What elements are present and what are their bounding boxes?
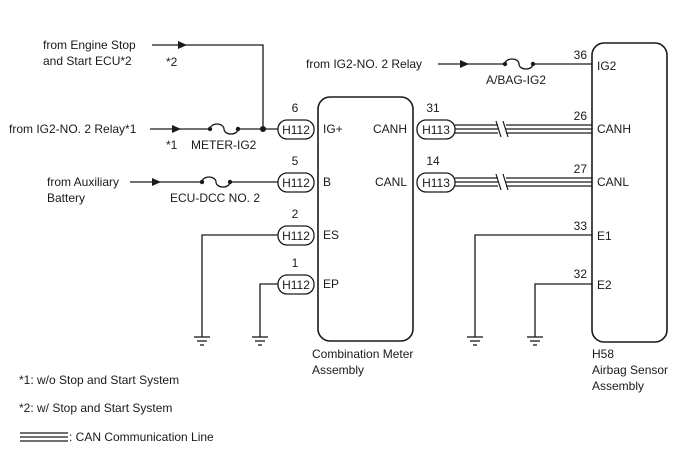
ecu-dcc-fuse (201, 176, 231, 188)
abag-fuse-label: A/BAG-IG2 (486, 73, 546, 87)
splice-point (260, 126, 266, 132)
svg-text:H112: H112 (282, 229, 310, 243)
pin-number-e1: 33 (574, 219, 588, 233)
airbag-sensor-name-line2: Assembly (592, 379, 644, 393)
pin-label-ig: IG+ (323, 122, 343, 136)
pin-label-ep: EP (323, 277, 339, 291)
connector-h113-canh: H113 (416, 119, 456, 140)
ground-symbol-e1 (467, 336, 483, 346)
combination-meter-box (317, 96, 414, 342)
connector-h112-ig: H112 (277, 119, 315, 140)
ep-ground-wire (259, 283, 278, 337)
aux-battery-label-line2: Battery (47, 191, 85, 205)
pin-number-canh-meter: 31 (426, 101, 440, 115)
pin-number-canl-airbag: 27 (574, 162, 588, 176)
connector-h112-b: H112 (277, 172, 315, 193)
svg-text:H112: H112 (282, 176, 310, 190)
legend-note-1: *1: w/o Stop and Start System (19, 373, 179, 387)
pin-number-ep: 1 (292, 256, 299, 270)
pin-number-ig: 6 (292, 101, 299, 115)
legend-can-line-symbol (20, 432, 68, 442)
ground-symbol-es (194, 336, 210, 346)
pin-label-es: ES (323, 228, 339, 242)
ig2-relay-left-label: from IG2-NO. 2 Relay*1 (9, 122, 137, 136)
e1-ground-wire (474, 234, 592, 337)
abag-fuse (504, 58, 534, 70)
pin-label-b: B (323, 175, 331, 189)
connector-h112-es: H112 (277, 225, 315, 246)
pin-number-canl-meter: 14 (426, 154, 440, 168)
pin-label-e1: E1 (597, 229, 612, 243)
meter-fuse-label: METER-IG2 (191, 138, 257, 152)
pin-label-canl-meter: CANL (375, 175, 407, 189)
ig2-relay-right-label: from IG2-NO. 2 Relay (306, 57, 422, 71)
es-ground-wire (201, 234, 278, 337)
pin-number-b: 5 (292, 154, 299, 168)
airbag-sensor-name-line1: Airbag Sensor (592, 363, 668, 377)
ig2-relay-left-note: *1 (166, 138, 178, 152)
engine-stop-note: *2 (166, 55, 178, 69)
combination-meter-name-line2: Assembly (312, 363, 364, 377)
ground-symbol-e2 (527, 336, 543, 346)
legend-note-2: *2: w/ Stop and Start System (19, 401, 172, 415)
pin-number-e2: 32 (574, 267, 588, 281)
airbag-sensor-code: H58 (592, 347, 614, 361)
svg-text:H113: H113 (422, 123, 450, 137)
e2-ground-wire (534, 283, 592, 337)
pin-number-es: 2 (292, 207, 299, 221)
connector-h112-ep: H112 (277, 274, 315, 295)
engine-stop-label-line2: and Start ECU*2 (43, 54, 132, 68)
pin-label-canh-airbag: CANH (597, 122, 631, 136)
pin-label-canh-meter: CANH (373, 122, 407, 136)
engine-stop-label-line1: from Engine Stop (43, 38, 136, 52)
connector-h113-canl: H113 (416, 172, 456, 193)
pin-number-ig2: 36 (574, 48, 588, 62)
pin-number-canh-airbag: 26 (574, 109, 588, 123)
engine-stop-arrow (178, 41, 187, 49)
airbag-sensor-box (591, 42, 668, 343)
svg-text:H113: H113 (422, 176, 450, 190)
legend-can-line-label: : CAN Communication Line (69, 430, 214, 444)
aux-battery-label-line1: from Auxiliary (47, 175, 119, 189)
combination-meter-name-line1: Combination Meter (312, 347, 413, 361)
engine-stop-wire (152, 44, 264, 129)
ecu-dcc-fuse-label: ECU-DCC NO. 2 (170, 191, 260, 205)
pin-label-ig2: IG2 (597, 59, 617, 73)
ground-symbol-ep (252, 336, 268, 346)
can-line-canh (455, 120, 592, 138)
svg-text:H112: H112 (282, 278, 310, 292)
pin-label-e2: E2 (597, 278, 612, 292)
pin-label-canl-airbag: CANL (597, 175, 629, 189)
meter-fuse (209, 123, 239, 135)
can-line-canl (455, 173, 592, 191)
svg-text:H112: H112 (282, 123, 310, 137)
